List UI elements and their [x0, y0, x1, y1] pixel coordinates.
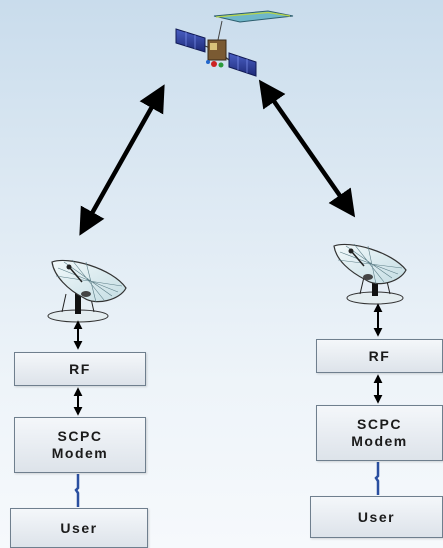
user-cable-right [374, 462, 380, 495]
rf-box-right: RF [316, 339, 443, 373]
user-label-right: User [357, 508, 396, 525]
rf-label-right: RF [368, 347, 391, 364]
user-box-left: User [10, 508, 148, 548]
rf-box-left: RF [14, 352, 146, 386]
modem-label-left: SCPC Modem [51, 428, 109, 461]
scpc-modem-box-right: SCPC Modem [316, 405, 443, 461]
uplink-arrow-left [79, 84, 165, 236]
satellite-icon [175, 10, 294, 77]
scpc-modem-box-left: SCPC Modem [14, 417, 146, 473]
user-cable-left [74, 474, 80, 507]
dish-antenna-icon-left [47, 259, 127, 323]
dish-antenna-icon-right [333, 243, 407, 305]
modem-label-right: SCPC Modem [351, 416, 408, 449]
user-box-right: User [310, 496, 443, 538]
uplink-arrow-right [258, 79, 356, 218]
user-label-left: User [60, 519, 98, 536]
rf-label-left: RF [69, 360, 91, 377]
